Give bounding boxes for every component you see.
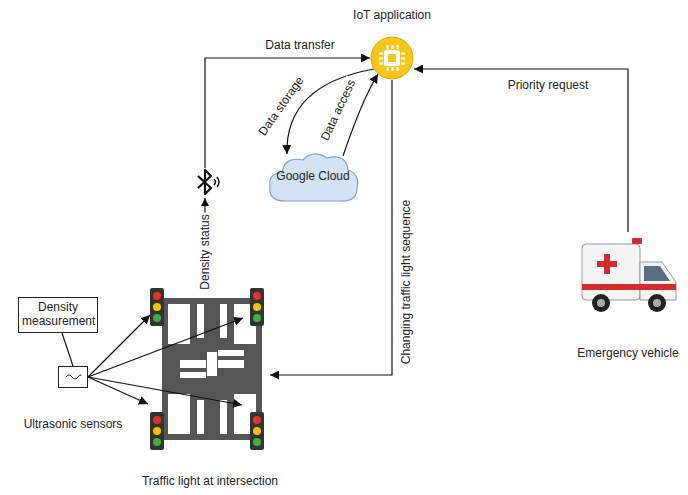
node-heading: Traffic light at intersection	[142, 474, 278, 488]
sensor-rays	[88, 318, 243, 405]
node-heading: Ultrasonic sensors	[24, 417, 123, 431]
traffic-light	[253, 438, 261, 446]
edge-label: Data storage	[254, 72, 307, 140]
sensor-rays	[88, 377, 148, 404]
chip-pin	[379, 58, 383, 60]
vehicle-area: Emergency vehicle	[580, 232, 676, 316]
chip-pin	[392, 45, 394, 49]
iot-icon: IoT application	[370, 36, 414, 80]
intersection-roads	[168, 304, 190, 344]
sensor-rays	[88, 318, 243, 377]
bluetooth-symbol	[193, 168, 221, 206]
edge-label: Priority request	[506, 78, 591, 92]
intersection-roads	[168, 394, 190, 434]
wave-symbol	[59, 367, 87, 387]
connector-arrow	[205, 58, 370, 285]
connector-arrow	[414, 69, 628, 232]
ambulance	[597, 299, 605, 307]
traffic-light	[250, 288, 264, 326]
ambulance	[582, 238, 676, 312]
ambulance	[582, 284, 676, 290]
intersection-roads	[162, 298, 262, 440]
intersection-roads	[220, 304, 227, 338]
traffic-light	[250, 412, 264, 450]
intersection-roads	[218, 360, 244, 368]
edge-label: Density status	[198, 212, 212, 291]
chip-body	[384, 50, 400, 66]
bluetooth-symbol	[201, 198, 209, 206]
traffic-light	[253, 303, 261, 311]
chip-pin	[397, 67, 399, 71]
intersection-area: Traffic light at intersection	[150, 285, 270, 450]
ambulance	[632, 238, 642, 244]
traffic-light	[253, 427, 261, 435]
intersection-roads	[180, 372, 206, 378]
chip-pin	[379, 53, 383, 55]
connector-arrow	[62, 333, 73, 366]
traffic-light	[250, 288, 264, 326]
node-heading: IoT application	[353, 8, 431, 22]
intersection-roads	[220, 400, 227, 434]
chip-pin	[387, 45, 389, 49]
cloud-path	[270, 154, 358, 201]
traffic-light	[153, 416, 161, 424]
ambulance	[582, 244, 640, 300]
iot-chip-icon	[370, 36, 414, 80]
chip-core	[388, 54, 396, 62]
traffic-light	[153, 292, 161, 300]
bluetooth-symbol	[217, 177, 219, 187]
intersection-roads	[197, 400, 204, 434]
traffic-light	[150, 412, 164, 450]
node-text: Google Cloud	[276, 169, 349, 183]
chip-pin	[401, 63, 405, 65]
edge-label: Data access	[317, 75, 359, 144]
chip-pin	[392, 67, 394, 71]
edge-label: Changing traffic light sequence	[399, 198, 413, 367]
traffic-light	[153, 438, 161, 446]
traffic-light	[153, 427, 161, 435]
intersection-roads	[162, 298, 262, 440]
sensor-box: Ultrasonic sensors	[58, 366, 88, 388]
callout-box: Density measurement	[18, 297, 98, 333]
traffic-light	[250, 412, 264, 450]
bluetooth-symbol	[193, 168, 221, 198]
wave-path	[66, 375, 81, 379]
traffic-light	[150, 412, 164, 450]
ambulance	[644, 266, 670, 281]
chip-pin	[401, 53, 405, 55]
bluetooth-symbol	[198, 170, 211, 194]
intersection-roads	[180, 360, 206, 368]
traffic-light	[150, 288, 164, 326]
node-heading: Emergency vehicle	[577, 346, 678, 360]
traffic-light	[153, 314, 161, 322]
chip-pin	[397, 45, 399, 49]
icon-circle	[371, 37, 413, 79]
sensor-rays	[88, 377, 242, 405]
free-label: Data transfer	[263, 38, 336, 52]
intersection-roads	[218, 350, 244, 356]
traffic-light	[253, 292, 261, 300]
chip-pin	[401, 58, 405, 60]
chip-pin	[387, 67, 389, 71]
bluetooth-symbol	[214, 179, 216, 185]
traffic-light	[253, 416, 261, 424]
chip-pin	[379, 63, 383, 65]
ambulance	[592, 294, 610, 312]
node-text: Density measurement	[22, 300, 94, 328]
traffic-light	[253, 314, 261, 322]
traffic-light	[153, 303, 161, 311]
ambulance	[648, 294, 666, 312]
cloud-shape: Google Cloud	[265, 148, 361, 204]
ambulance	[653, 299, 661, 307]
traffic-light	[150, 288, 164, 326]
ambulance	[597, 261, 617, 267]
intersection-roads	[207, 352, 217, 376]
